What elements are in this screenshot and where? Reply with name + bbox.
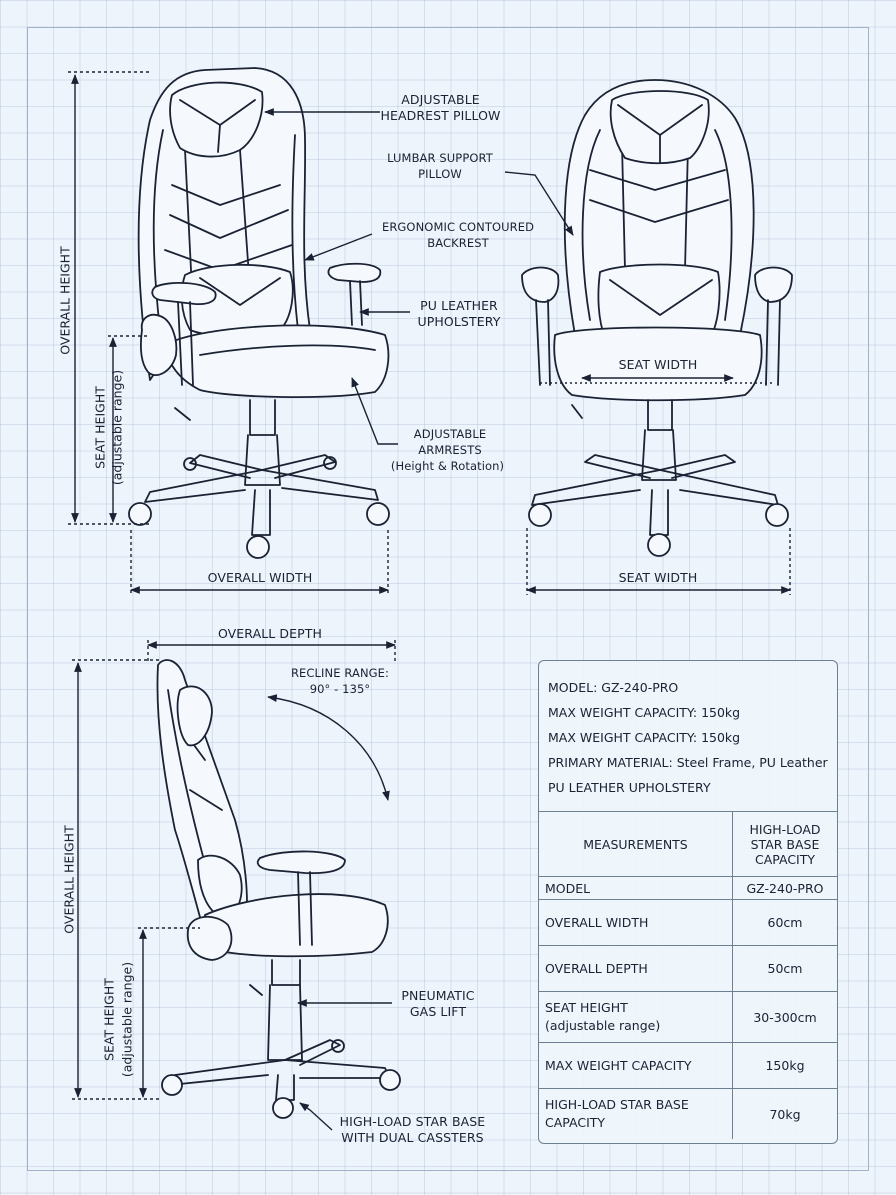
table-row: OVERALL DEPTH 50cm bbox=[539, 945, 837, 992]
spec-table: MEASUREMENTS HIGH-LOAD STAR BASE CAPACIT… bbox=[539, 811, 837, 1139]
star-base-callout: HIGH-LOAD STAR BASE WITH DUAL CASSTERS bbox=[339, 1114, 486, 1145]
front-overall-height-label: OVERALL HEIGHT bbox=[57, 246, 73, 355]
seat-width-inner-label: SEAT WIDTH bbox=[618, 357, 698, 372]
seat-width-label: SEAT WIDTH bbox=[618, 570, 698, 585]
table-header-cell: MEASUREMENTS bbox=[539, 811, 733, 877]
spec-material-line: PRIMARY MATERIAL: Steel Frame, PU Leathe… bbox=[548, 755, 828, 770]
table-row: HIGH-LOAD STAR BASE CAPACITY 70kg bbox=[539, 1088, 837, 1139]
table-header-cell: HIGH-LOAD STAR BASE CAPACITY bbox=[732, 811, 837, 877]
backrest-callout: ERGONOMIC CONTOURED BACKREST bbox=[381, 220, 535, 250]
upholstery-callout: PU LEATHER UPHOLSTERY bbox=[417, 298, 501, 329]
table-cell: MAX WEIGHT CAPACITY bbox=[539, 1042, 733, 1089]
overall-depth-label: OVERALL DEPTH bbox=[217, 626, 323, 641]
front-chair-drawing bbox=[128, 67, 390, 559]
headrest-callout: ADJUSTABLE HEADREST PILLOW bbox=[380, 92, 501, 123]
dimension-lines bbox=[68, 71, 791, 1131]
table-cell: OVERALL WIDTH bbox=[539, 899, 733, 946]
overall-width-label: OVERALL WIDTH bbox=[207, 570, 313, 585]
table-cell: GZ-240-PRO bbox=[732, 876, 837, 900]
side-seat-height-label: SEAT HEIGHT bbox=[101, 978, 117, 1061]
table-cell: HIGH-LOAD STAR BASE CAPACITY bbox=[539, 1088, 733, 1139]
side-seat-height-note: (adjustable range) bbox=[119, 961, 135, 1078]
spec-weight-line: MAX WEIGHT CAPACITY: 150kg bbox=[548, 730, 741, 745]
front-seat-height-note: (adjustable range) bbox=[109, 369, 125, 486]
spec-upholstery-line: PU LEATHER UPHOLSTERY bbox=[548, 780, 711, 795]
spec-box: MODEL: GZ-240-PRO MAX WEIGHT CAPACITY: 1… bbox=[538, 660, 838, 1144]
table-cell: 150kg bbox=[732, 1042, 837, 1089]
side-overall-height-label: OVERALL HEIGHT bbox=[61, 825, 77, 934]
rear-chair-drawing bbox=[521, 79, 793, 557]
spec-lines: MODEL: GZ-240-PRO MAX WEIGHT CAPACITY: 1… bbox=[539, 661, 837, 800]
spec-weight-line: MAX WEIGHT CAPACITY: 150kg bbox=[548, 705, 741, 720]
gas-lift-callout: PNEUMATIC GAS LIFT bbox=[401, 988, 475, 1019]
table-row: SEAT HEIGHT (adjustable range) 30-300cm bbox=[539, 991, 837, 1043]
armrests-note: (Height & Rotation) bbox=[390, 459, 505, 473]
armrests-callout: ADJUSTABLE ARMRESTS bbox=[413, 427, 487, 457]
side-chair-drawing bbox=[156, 659, 401, 1119]
front-seat-height-label: SEAT HEIGHT bbox=[92, 386, 108, 469]
table-row: OVERALL WIDTH 60cm bbox=[539, 899, 837, 946]
table-cell: OVERALL DEPTH bbox=[539, 945, 733, 992]
table-cell: SEAT HEIGHT (adjustable range) bbox=[539, 991, 733, 1043]
table-row: MAX WEIGHT CAPACITY 150kg bbox=[539, 1042, 837, 1089]
table-cell: 70kg bbox=[732, 1088, 837, 1139]
table-cell: 60cm bbox=[732, 899, 837, 946]
table-header-row: MEASUREMENTS HIGH-LOAD STAR BASE CAPACIT… bbox=[539, 811, 837, 877]
table-cell: MODEL bbox=[539, 876, 733, 900]
table-cell: 30-300cm bbox=[732, 991, 837, 1043]
table-row: MODEL GZ-240-PRO bbox=[539, 876, 837, 900]
drawing-frame bbox=[27, 27, 869, 1171]
spec-model-line: MODEL: GZ-240-PRO bbox=[548, 680, 679, 695]
table-cell: 50cm bbox=[732, 945, 837, 992]
recline-range-label: RECLINE RANGE: 90° - 135° bbox=[290, 666, 390, 696]
lumbar-callout: LUMBAR SUPPORT PILLOW bbox=[387, 151, 493, 181]
